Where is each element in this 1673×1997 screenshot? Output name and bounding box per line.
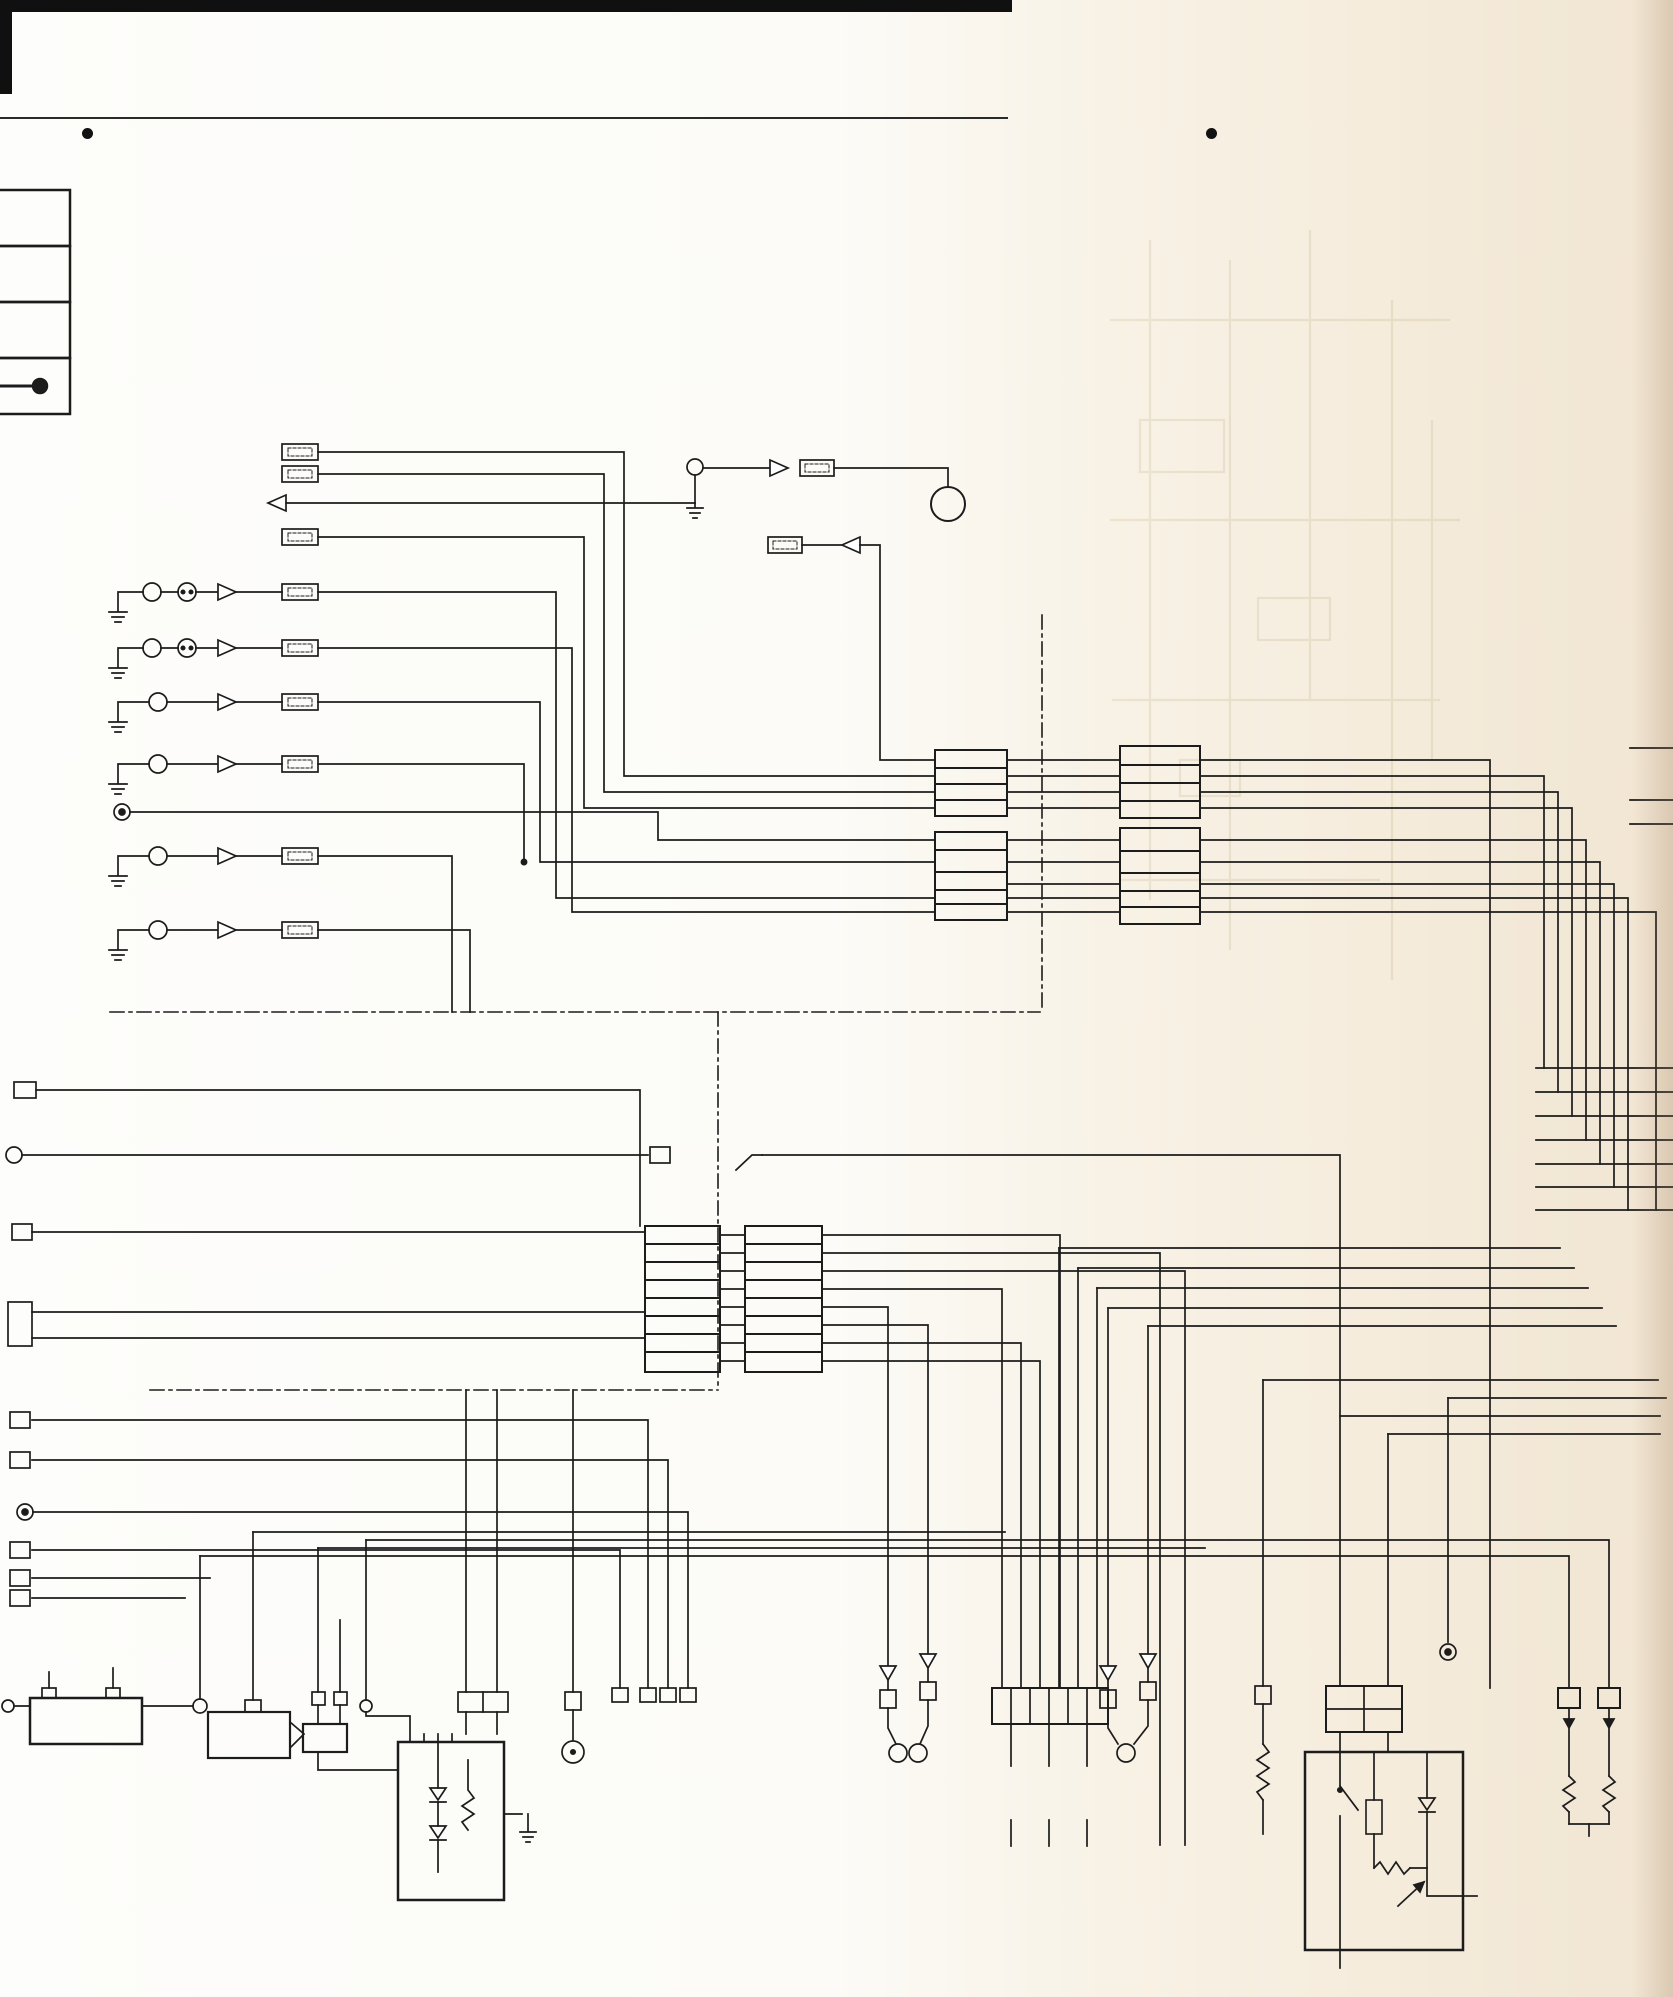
buzzer-circuit [686,458,966,761]
slow-blow-fuse-symbol [301,1691,399,1771]
harness3-wires [129,451,936,1013]
ghost-bleedthrough-lines [1110,230,1460,980]
timer-relay-symbol [1303,1685,1478,1969]
pto-limit-switch-symbol [1098,1653,1158,1763]
scan-artifacts [0,0,1012,119]
harness3-connector-blocks [934,745,1201,925]
bullet-icon [82,128,93,139]
starter-motor-symbol [192,1698,306,1760]
alternator-symbol [359,1699,537,1902]
wire-end-connectors [265,443,319,939]
center-mesh-wires [821,1234,1667,1846]
combination-switch-title [82,128,105,139]
color-of-wiring-title [1206,128,1229,139]
left-mid-wires [5,1081,1341,1703]
bottom-power-wires [199,1531,1610,1701]
fuel-tank-symbol [1254,1685,1272,1835]
combination-switch-connector [991,1687,1109,1847]
wr-rl-connector [457,1389,509,1735]
shuttle-limit-switch-symbol [878,1653,938,1763]
page-edge-shadow [1633,0,1673,1997]
bullet-icon [1206,128,1217,139]
left-cut-table [0,188,72,416]
battery-symbol [1,1667,194,1746]
right-bundle-wires [1199,747,1673,1689]
harness-boundary-lines [109,614,1043,1391]
oil-pressure-switch-symbol [561,1389,585,1764]
glow-plug-symbol [1557,1687,1621,1837]
ground-symbol [1439,1643,1457,1661]
harness12-connector-blocks [644,1225,823,1373]
lamp-symbols [108,582,283,961]
